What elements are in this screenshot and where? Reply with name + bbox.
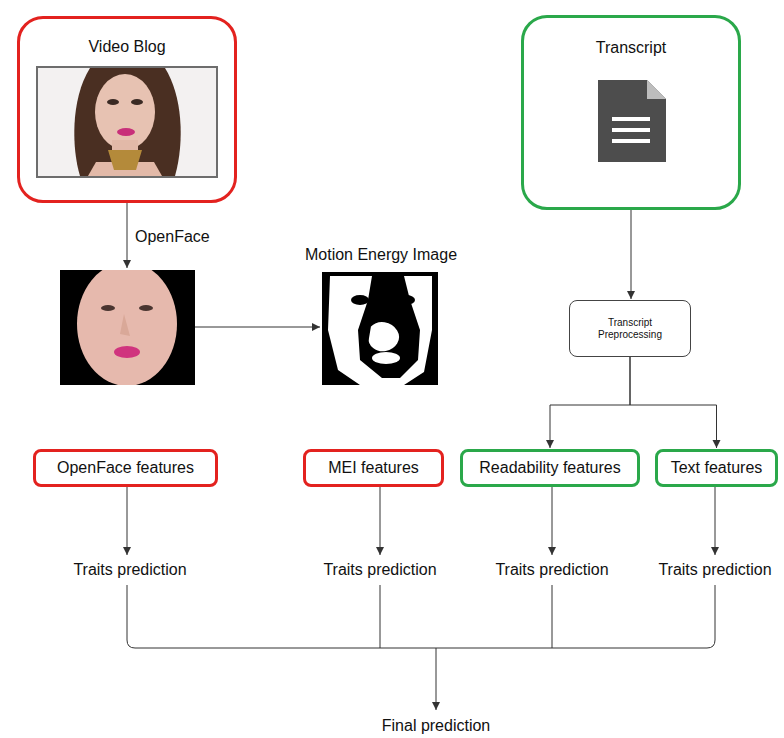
flow-arrow: [550, 357, 630, 448]
motion-energy-image: [322, 272, 438, 385]
result-label: Final prediction: [380, 716, 493, 735]
flow-arrow: [630, 357, 717, 448]
node-title: MEI features: [328, 458, 419, 477]
face-crop: [60, 262, 195, 386]
input-box: Transcript: [521, 15, 741, 210]
output-label: Traits prediction: [493, 560, 610, 579]
node-title: Transcript Preprocessing: [585, 317, 675, 341]
output-label: Traits prediction: [71, 560, 188, 579]
step-label: OpenFace: [133, 227, 212, 246]
node-title: Text features: [671, 458, 763, 477]
video-frame: [36, 66, 218, 178]
feature-box: Readability features: [460, 449, 640, 487]
document-icon: [598, 80, 666, 162]
process-box: Transcript Preprocessing: [569, 300, 691, 357]
node-title: Video Blog: [88, 37, 165, 56]
feature-box: OpenFace features: [33, 449, 218, 487]
node-title: Readability features: [479, 458, 620, 477]
feature-box: Text features: [655, 449, 778, 487]
image-label: Motion Energy Image: [303, 245, 459, 264]
node-title: OpenFace features: [57, 458, 194, 477]
flow-arrow: [631, 210, 632, 299]
output-label: Traits prediction: [656, 560, 773, 579]
feature-box: MEI features: [303, 449, 444, 487]
output-label: Traits prediction: [321, 560, 438, 579]
node-title: Transcript: [596, 38, 667, 57]
input-box: Video Blog: [17, 16, 237, 203]
